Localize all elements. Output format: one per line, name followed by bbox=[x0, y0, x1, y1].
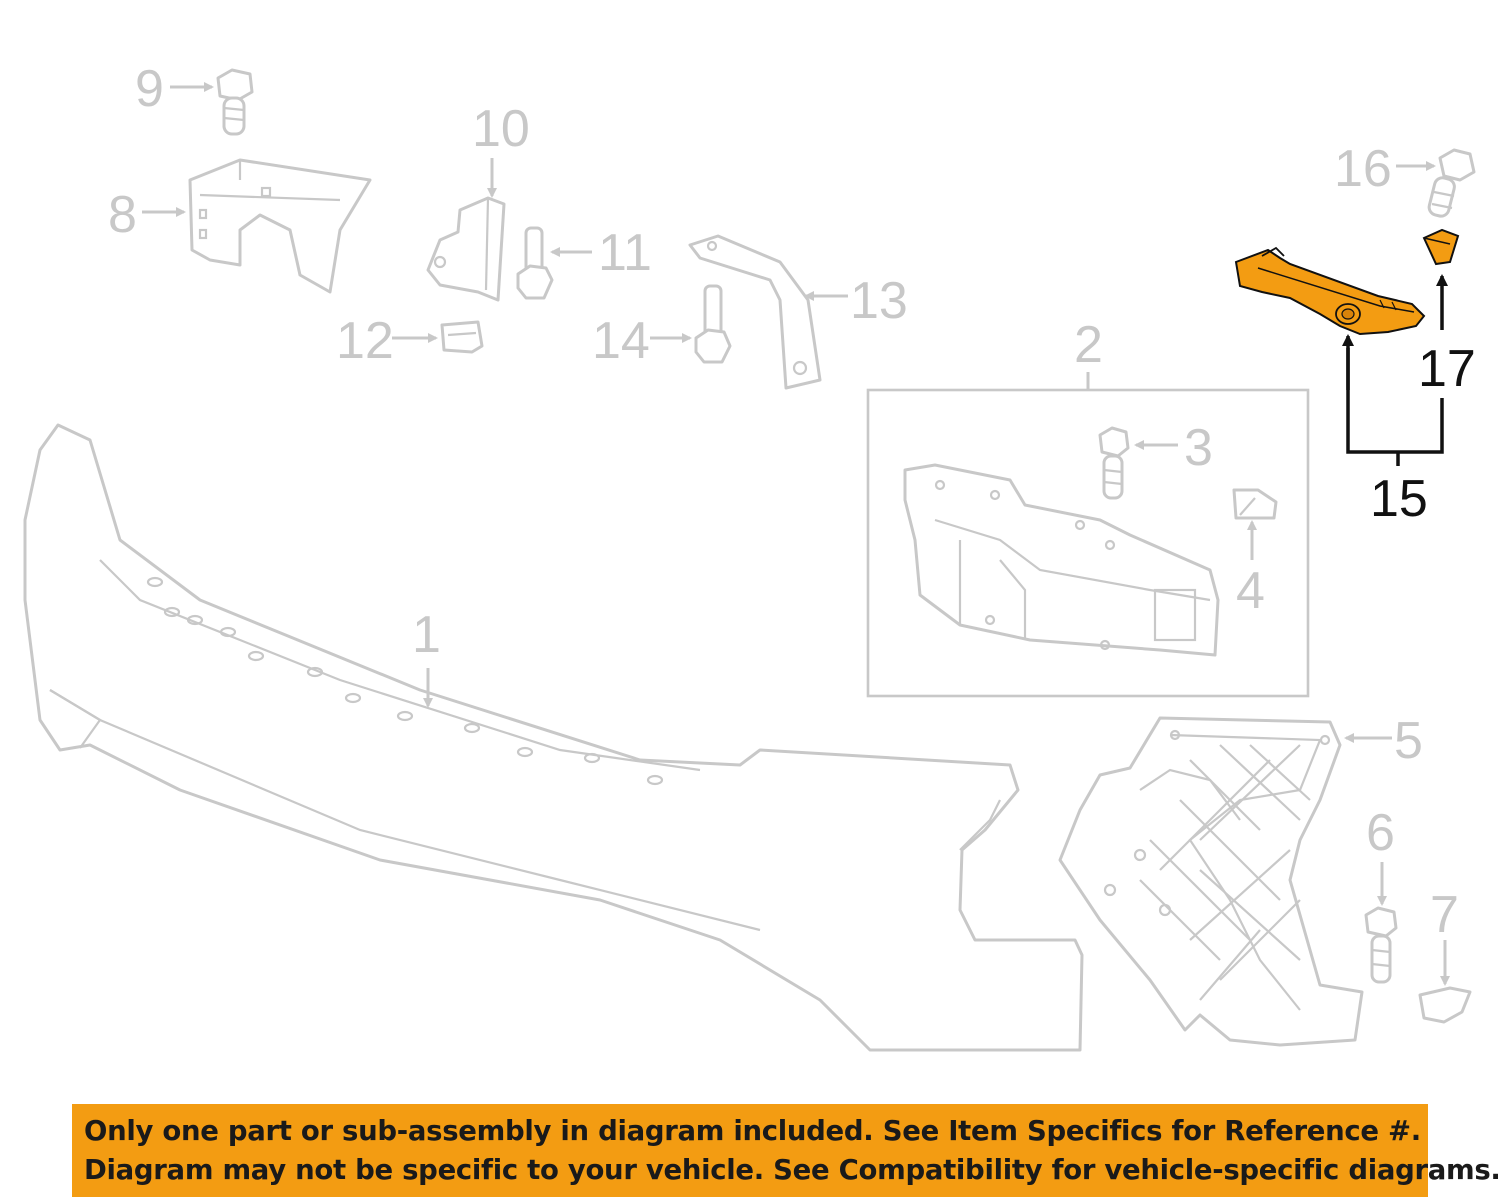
part-10-bracket bbox=[426, 196, 506, 302]
callout-14: 14 bbox=[592, 312, 650, 370]
part-4-clip bbox=[1232, 488, 1278, 520]
part-11-stud bbox=[516, 226, 554, 300]
callout-2: 2 bbox=[1074, 316, 1103, 374]
callout-16: 16 bbox=[1334, 140, 1392, 198]
callout-1: 1 bbox=[412, 606, 441, 664]
callout-13: 13 bbox=[850, 272, 908, 330]
callout-3: 3 bbox=[1184, 419, 1213, 477]
part-7-clip bbox=[1418, 986, 1472, 1024]
part-17-retainer bbox=[1422, 228, 1460, 266]
callout-15: 15 bbox=[1370, 470, 1428, 528]
callout-12: 12 bbox=[336, 312, 394, 370]
part-2-reinforcement bbox=[903, 463, 1220, 657]
part-12-clip bbox=[440, 320, 484, 354]
part-9-bolt bbox=[216, 68, 254, 136]
callout-10: 10 bbox=[472, 100, 530, 158]
part-13-bracket bbox=[688, 234, 822, 390]
part-1-bumper bbox=[23, 423, 1084, 1052]
part-8-bracket bbox=[188, 158, 372, 294]
part-5-bracket bbox=[1058, 716, 1364, 1047]
part-3-bolt bbox=[1098, 426, 1130, 500]
callout-9: 9 bbox=[135, 60, 164, 118]
part-6-bolt bbox=[1364, 906, 1398, 984]
callout-17: 17 bbox=[1418, 340, 1476, 398]
part-14-stud bbox=[694, 284, 732, 364]
callout-4: 4 bbox=[1236, 562, 1265, 620]
part-16-bolt bbox=[1427, 148, 1476, 218]
callout-6: 6 bbox=[1366, 804, 1395, 862]
callout-5: 5 bbox=[1394, 712, 1423, 770]
callout-7: 7 bbox=[1430, 886, 1459, 944]
callout-11: 11 bbox=[598, 224, 652, 282]
leader-15-bracket bbox=[1346, 348, 1444, 454]
disclaimer-line-1: Only one part or sub-assembly in diagram… bbox=[84, 1115, 1421, 1147]
part-15-bracket bbox=[1234, 246, 1426, 336]
disclaimer-line-2: Diagram may not be specific to your vehi… bbox=[84, 1154, 1500, 1186]
callout-8: 8 bbox=[108, 186, 137, 244]
disclaimer-banner: Only one part or sub-assembly in diagram… bbox=[72, 1104, 1500, 1197]
